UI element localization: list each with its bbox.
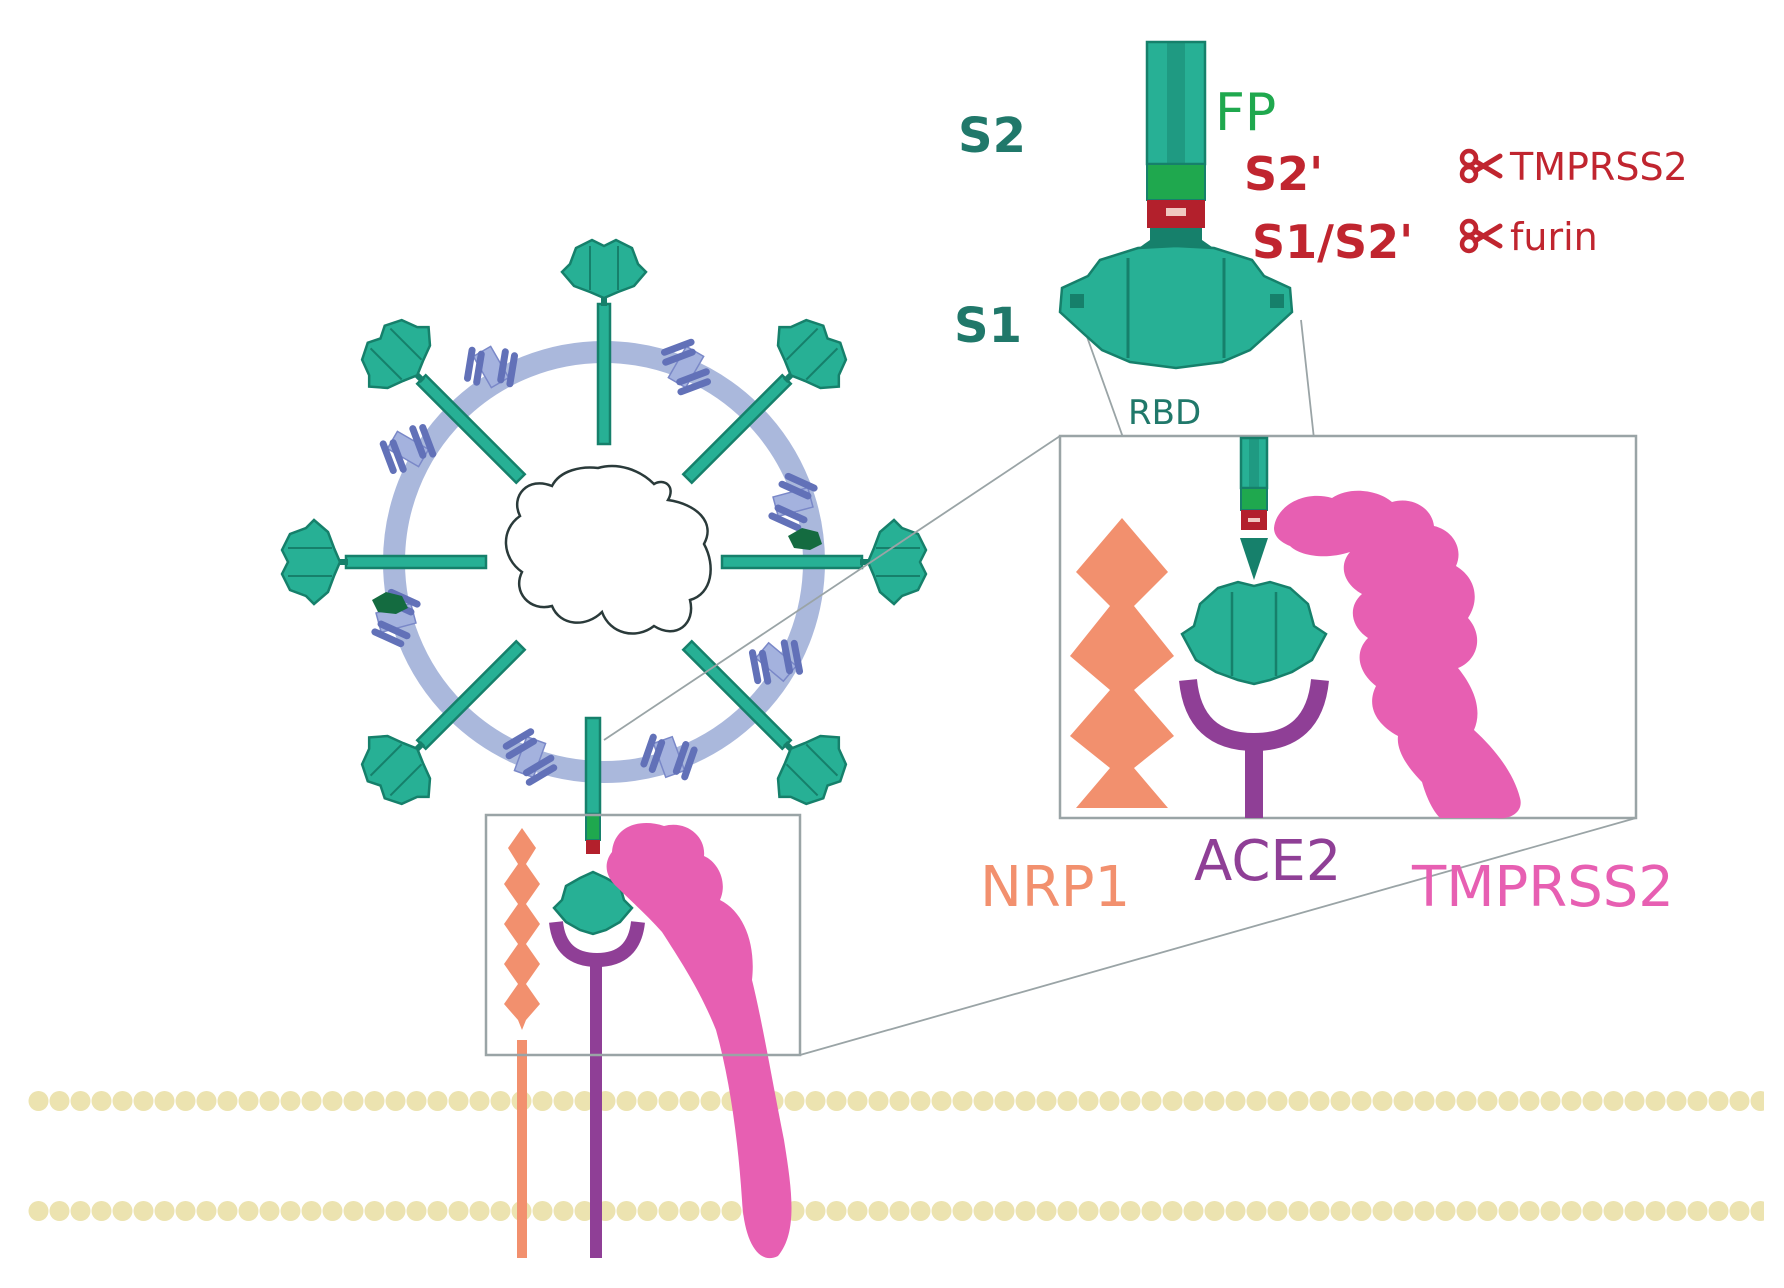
envelope-protein: [788, 528, 822, 550]
s2-prime-label: S2': [1244, 147, 1323, 201]
spike-protein: [345, 614, 552, 821]
nrp1-stalk: [517, 1040, 527, 1258]
s1-subunit: [1058, 244, 1294, 370]
nrp1-receptor: [504, 828, 540, 1030]
spike-domain-diagram: [1058, 40, 1294, 370]
spike-protein-large: [1180, 436, 1328, 686]
tmprss2-protease-label: TMPRSS2: [1509, 145, 1688, 189]
spike-protein: [345, 303, 552, 510]
fusion-peptide: [1146, 163, 1206, 201]
ace2-stalk-large: [1245, 742, 1263, 818]
viral-rna: [504, 464, 712, 635]
tmprss2-protein: [606, 823, 792, 1259]
virion: [280, 238, 928, 936]
s1-s2-label: S1/S2': [1252, 215, 1413, 269]
nrp1-receptor-large: [1070, 518, 1174, 808]
zoom-inset: [1058, 434, 1638, 820]
s1-label: S1: [954, 298, 1022, 354]
spike-protein: [656, 614, 863, 821]
furin-protease-label: furin: [1510, 215, 1598, 259]
ace2-label: ACE2: [1194, 829, 1341, 894]
cell-membrane: [28, 1090, 1764, 1222]
ace2-stalk: [590, 960, 602, 1258]
tmprss2-label: TMPRSS2: [1411, 855, 1674, 920]
envelope-protein: [372, 592, 408, 614]
membrane-protein: [636, 726, 701, 789]
tmprss2-protein-large: [1274, 490, 1521, 819]
nrp1-label: NRP1: [980, 855, 1130, 920]
spike-protein: [560, 238, 648, 446]
spike-protein: [280, 518, 488, 606]
host-receptors: [484, 813, 802, 1259]
scissors-icon: [1462, 221, 1500, 251]
spike-protein-bound: [552, 716, 634, 936]
fp-label: FP: [1215, 83, 1276, 143]
spike-protein: [720, 518, 928, 606]
rbd-label: RBD: [1128, 393, 1201, 433]
scissors-icon: [1462, 151, 1500, 181]
spike-protein: [656, 303, 863, 510]
zoom-box-small: [484, 813, 802, 1057]
membrane-protein: [497, 726, 562, 789]
s2-label: S2: [958, 108, 1026, 164]
